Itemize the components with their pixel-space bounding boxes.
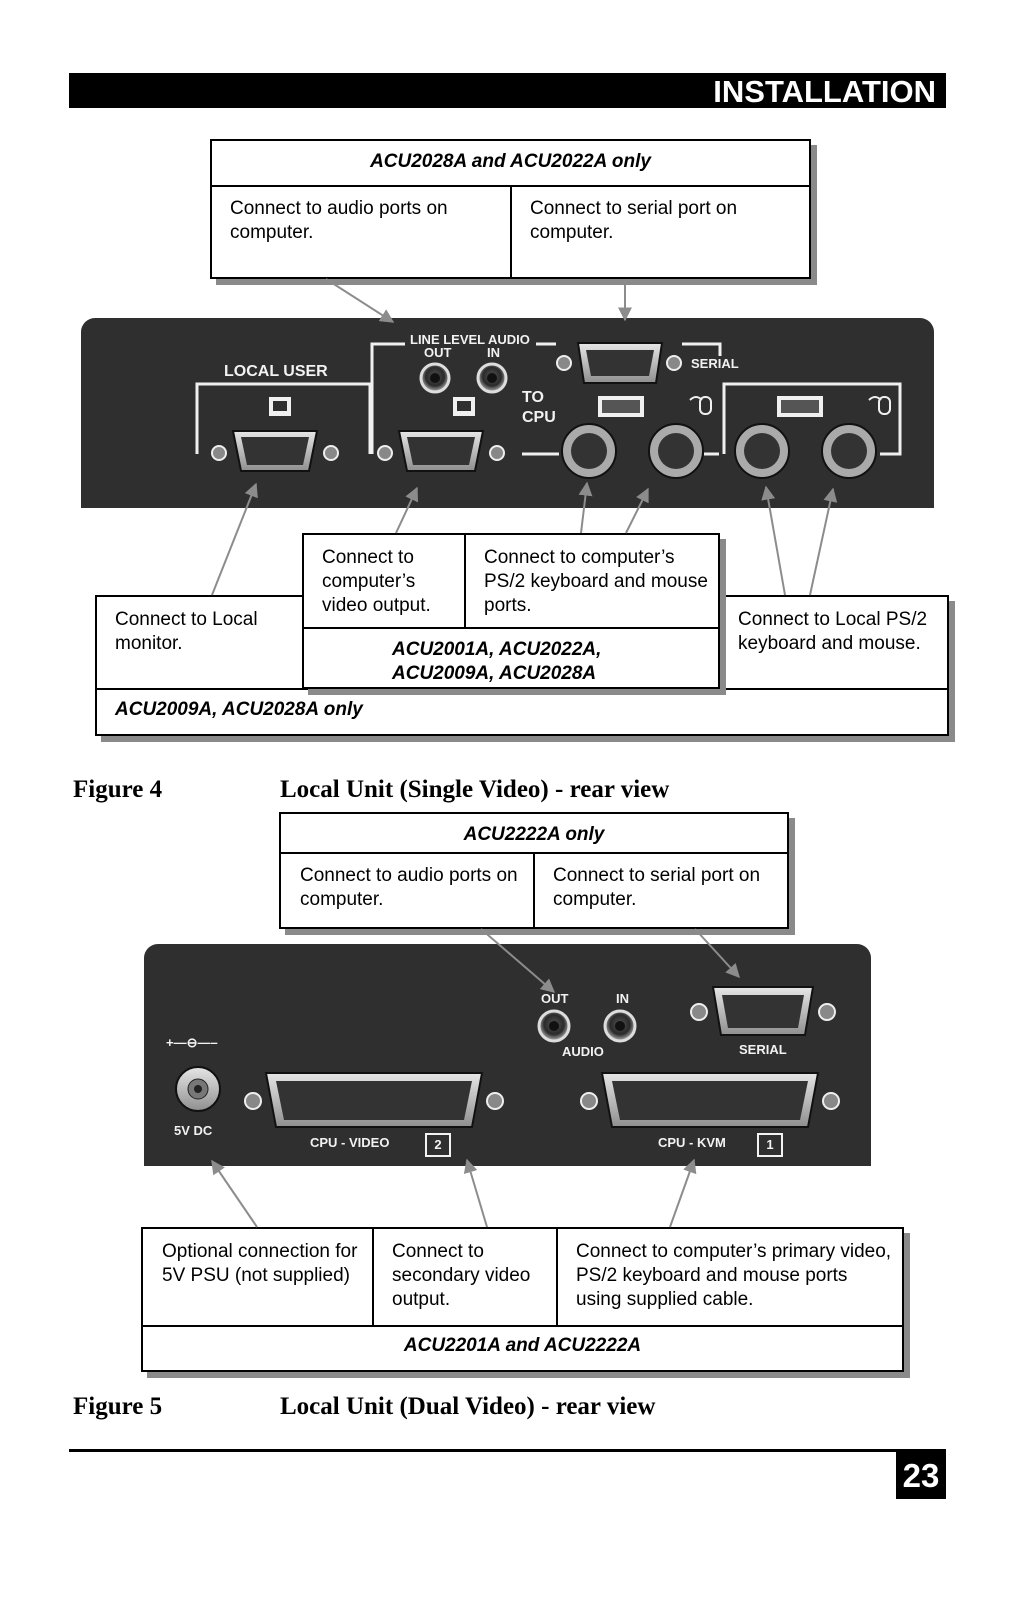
fig4-top-title: ACU2028A and ACU2022A only: [370, 151, 651, 172]
monitor-icon: [269, 397, 291, 416]
fig4-bracket-lines: [195, 342, 902, 456]
to-cpu-label: TO CPU: [522, 389, 556, 426]
fig5-primary-note: Connect to computer’s primary video, PS/…: [576, 1241, 892, 1310]
keyboard-icon: [777, 396, 823, 417]
fig4-bottom-models: ACU2009A, ACU2028A only: [115, 699, 363, 720]
fig4-video-note: Connect to computer’s video output.: [322, 547, 431, 616]
figure-5-caption: Local Unit (Dual Video) - rear view: [280, 1393, 656, 1420]
fig4-local-ps2-note: Connect to Local PS/2 keyboard and mouse…: [738, 609, 928, 654]
audio-in-label: IN: [487, 345, 500, 360]
audio-out-jack: [537, 1009, 571, 1043]
cpu-kvm-db25-port: [580, 1072, 840, 1128]
cpu-vga-port: [377, 430, 505, 472]
audio-in-label: IN: [616, 991, 629, 1006]
fig5-callout-arrows: [211, 928, 740, 1228]
fig4-middle-models: ACU2001A, ACU2022A, ACU2009A, ACU2028A: [392, 639, 602, 684]
audio-in-jack: [476, 362, 508, 394]
fig4-serial-note: Connect to serial port on computer.: [530, 198, 738, 243]
divider: [719, 597, 721, 688]
fig5-secondary-note: Connect to secondary video output.: [392, 1241, 531, 1310]
fig4-middle-callout: Connect to computer’s video output. Conn…: [302, 533, 720, 689]
divider: [97, 688, 947, 690]
figure-5-number: Figure 5: [73, 1393, 163, 1420]
divider: [533, 852, 535, 927]
page-section-title: INSTALLATION: [713, 74, 936, 109]
ps2-port-local-keyboard: [734, 423, 790, 479]
fig5-serial-note: Connect to serial port on computer.: [553, 865, 761, 910]
fig4-callout-arrows: [211, 278, 838, 596]
ps2-port-local-mouse: [821, 423, 877, 479]
audio-out-jack: [419, 362, 451, 394]
divider: [464, 535, 466, 627]
fig5-bottom-callout: Optional connection for 5V PSU (not supp…: [141, 1227, 904, 1372]
dc-label: 5V DC: [174, 1123, 213, 1138]
monitor-icon: [453, 397, 475, 416]
ps2-port-cpu-keyboard: [561, 423, 617, 479]
fig5-models: ACU2201A and ACU2222A: [403, 1335, 642, 1356]
serial-label: SERIAL: [691, 356, 739, 371]
power-jack: [175, 1066, 221, 1112]
cpu-kvm-number: 1: [757, 1133, 783, 1157]
divider: [372, 1229, 374, 1325]
fig5-rear-panel: OUT IN AUDIO SERIAL +—⊖—– 5V DC CPU - VI…: [144, 944, 871, 1166]
figure-4-caption: Local Unit (Single Video) - rear view: [280, 776, 670, 803]
mouse-icon: [689, 396, 712, 415]
mouse-icon: [868, 396, 891, 415]
power-symbol: +—⊖—–: [166, 1035, 218, 1050]
line-level-audio-label: LINE LEVEL AUDIO: [410, 332, 530, 347]
fig4-top-callout: ACU2028A and ACU2022A only Connect to au…: [210, 139, 811, 279]
fig4-ps2-note: Connect to computer’s PS/2 keyboard and …: [484, 547, 708, 616]
cpu-video-label: CPU - VIDEO: [310, 1135, 390, 1150]
fig5-top-callout: ACU2222A only Connect to audio ports on …: [279, 812, 789, 929]
fig5-top-title: ACU2222A only: [463, 824, 605, 845]
serial-port: [690, 986, 836, 1036]
audio-in-jack: [603, 1009, 637, 1043]
cpu-kvm-label: CPU - KVM: [658, 1135, 726, 1150]
local-user-label: LOCAL USER: [224, 363, 328, 380]
page-number: 23: [896, 1452, 946, 1499]
cpu-video-number: 2: [425, 1133, 451, 1157]
audio-out-label: OUT: [424, 345, 452, 360]
keyboard-icon: [598, 396, 644, 417]
fig5-psu-note: Optional connection for 5V PSU (not supp…: [162, 1241, 358, 1286]
ps2-port-cpu-mouse: [648, 423, 704, 479]
serial-label: SERIAL: [739, 1042, 787, 1057]
serial-port: [556, 342, 682, 384]
audio-out-label: OUT: [541, 991, 569, 1006]
fig5-audio-note: Connect to audio ports on computer.: [300, 865, 518, 910]
header-bar: INSTALLATION: [69, 73, 946, 109]
audio-label: AUDIO: [562, 1044, 604, 1059]
divider: [510, 185, 512, 277]
figure-4-number: Figure 4: [73, 776, 163, 803]
divider: [556, 1229, 558, 1325]
fig4-monitor-note: Connect to Local monitor.: [115, 609, 258, 654]
footer-rule: [69, 1449, 946, 1452]
divider: [304, 627, 718, 629]
divider: [143, 1325, 902, 1327]
cpu-video-db25-port: [244, 1072, 504, 1128]
local-vga-port: [211, 430, 339, 472]
fig4-audio-note: Connect to audio ports on computer.: [230, 198, 448, 243]
